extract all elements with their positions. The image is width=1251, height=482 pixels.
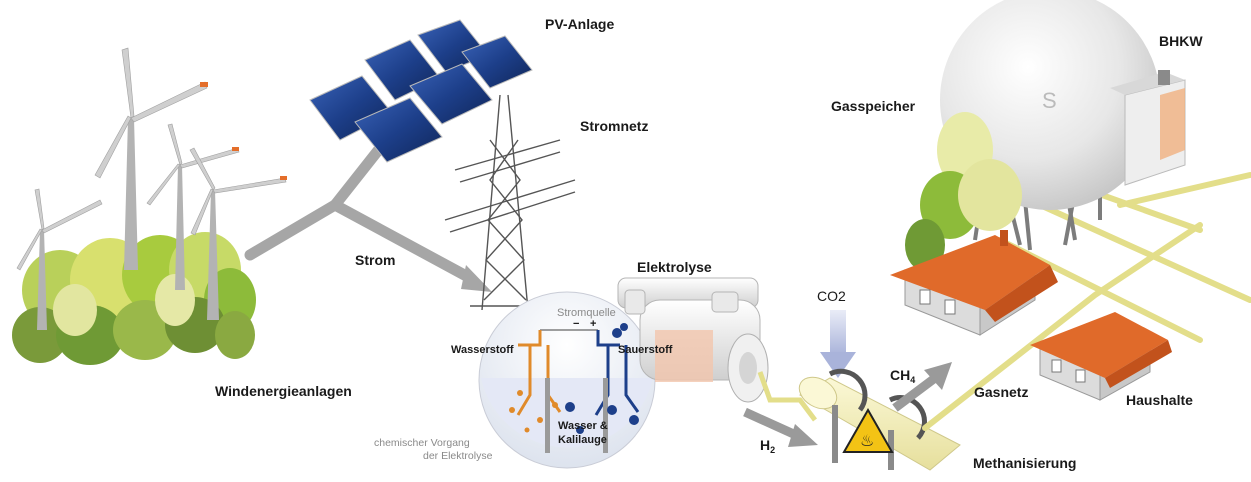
label-chemischer-vorgang-1: chemischer Vorgang <box>374 437 470 449</box>
h2-arrow <box>743 407 818 447</box>
strom-lines <box>244 142 476 284</box>
label-methanisierung: Methanisierung <box>973 455 1077 471</box>
wind-turbine-towers <box>37 118 219 330</box>
label-stromnetz: Stromnetz <box>580 118 649 134</box>
label-h2: H2 <box>760 437 776 455</box>
co2-arrow <box>820 310 856 378</box>
label-windenergieanlagen: Windenergieanlagen <box>215 383 352 399</box>
label-strom: Strom <box>355 252 396 268</box>
wind-turbine-hubs <box>200 82 287 180</box>
power-pylon <box>444 94 576 311</box>
bhkw-building <box>1110 70 1186 186</box>
flame-glyph: ♨ <box>860 431 874 450</box>
label-gasspeicher: Gasspeicher <box>831 98 916 114</box>
label-chemischer-vorgang-2: der Elektrolyse <box>423 450 493 462</box>
flammable-warning-icon <box>842 407 894 453</box>
electrolyzer-unit <box>617 277 769 403</box>
electrode-rods <box>545 378 608 453</box>
label-minus: − <box>573 318 580 330</box>
house-large <box>890 230 1058 336</box>
label-wasser-kalilauge-2: Kalilauge <box>558 434 607 446</box>
label-sauerstoff: Sauerstoff <box>618 344 673 356</box>
label-wasserstoff: Wasserstoff <box>451 344 514 356</box>
wind-farm <box>12 47 287 365</box>
tank-mark: S <box>1042 88 1057 113</box>
strom-arrowhead <box>461 265 492 292</box>
pv-panels <box>309 19 533 163</box>
label-wasser-kalilauge-1: Wasser & <box>558 420 608 432</box>
label-elektrolyse: Elektrolyse <box>637 259 712 275</box>
methanation-reactor: ♨ <box>798 368 961 471</box>
label-gasnetz: Gasnetz <box>974 384 1029 400</box>
hydrogen-particles <box>509 390 558 433</box>
electrolysis-cell <box>478 291 656 469</box>
h2-pipe <box>757 371 817 422</box>
oxygen-particles <box>565 323 639 434</box>
label-pv-anlage: PV-Anlage <box>545 16 615 32</box>
label-ch4: CH4 <box>890 367 916 385</box>
label-stromquelle: Stromquelle <box>557 307 616 319</box>
label-co2: CO2 <box>817 288 846 304</box>
label-plus: + <box>590 318 597 330</box>
wind-turbine-blades <box>16 47 287 271</box>
ch4-arrow <box>892 362 952 412</box>
house-small <box>1030 312 1172 401</box>
label-bhkw: BHKW <box>1159 33 1203 49</box>
label-haushalte: Haushalte <box>1126 392 1193 408</box>
